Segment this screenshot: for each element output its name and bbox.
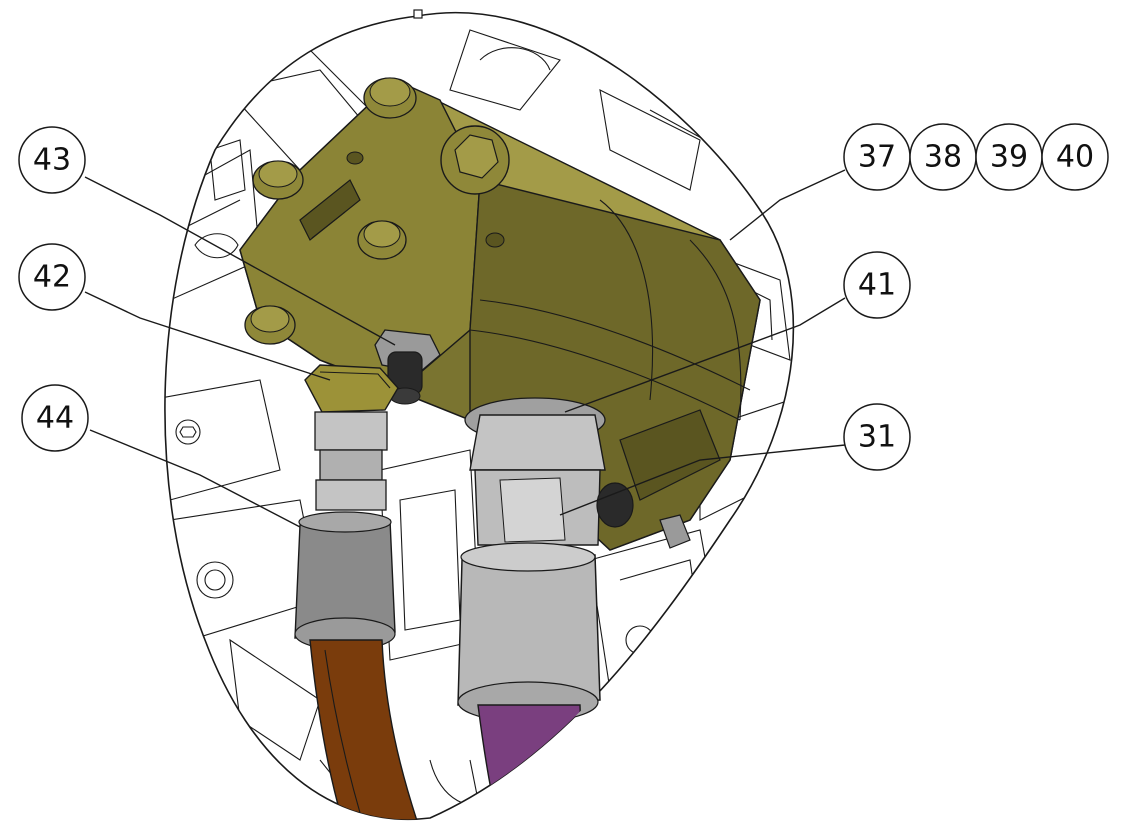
svg-text:38: 38	[924, 140, 962, 175]
balloon-42: 42	[18, 243, 86, 311]
svg-text:42: 42	[33, 260, 71, 295]
balloon-40: 40	[1041, 123, 1109, 191]
hydraulic-pump	[239, 77, 761, 551]
right-hose	[477, 704, 582, 820]
balloon-39: 39	[975, 123, 1043, 191]
flange-bolt-top	[363, 77, 417, 119]
port-plug	[440, 125, 510, 195]
balloon-38: 38	[909, 123, 977, 191]
balloon-43: 43	[18, 126, 86, 194]
flange-bolt-mid	[357, 220, 407, 260]
svg-text:43: 43	[33, 143, 71, 178]
svg-text:37: 37	[858, 140, 896, 175]
brass-hex-nut	[304, 364, 399, 413]
right-hose-fitting	[457, 397, 606, 723]
svg-text:39: 39	[990, 140, 1028, 175]
flange-bolt-bottom	[244, 305, 296, 345]
balloon-44: 44	[21, 384, 89, 452]
breather-fitting	[374, 329, 441, 405]
svg-text:41: 41	[858, 268, 896, 303]
left-hose-fitting	[294, 411, 396, 651]
left-hose	[309, 639, 421, 820]
drain-plug	[596, 482, 691, 549]
svg-text:31: 31	[858, 420, 896, 455]
leader-lines	[84, 169, 846, 528]
balloon-37: 37	[843, 123, 911, 191]
svg-text:40: 40	[1056, 140, 1094, 175]
balloon-41: 41	[843, 251, 911, 319]
svg-text:44: 44	[36, 401, 74, 436]
flange-bolt-left	[252, 160, 304, 200]
detail-boundary	[164, 9, 795, 821]
balloon-31: 31	[843, 403, 911, 471]
